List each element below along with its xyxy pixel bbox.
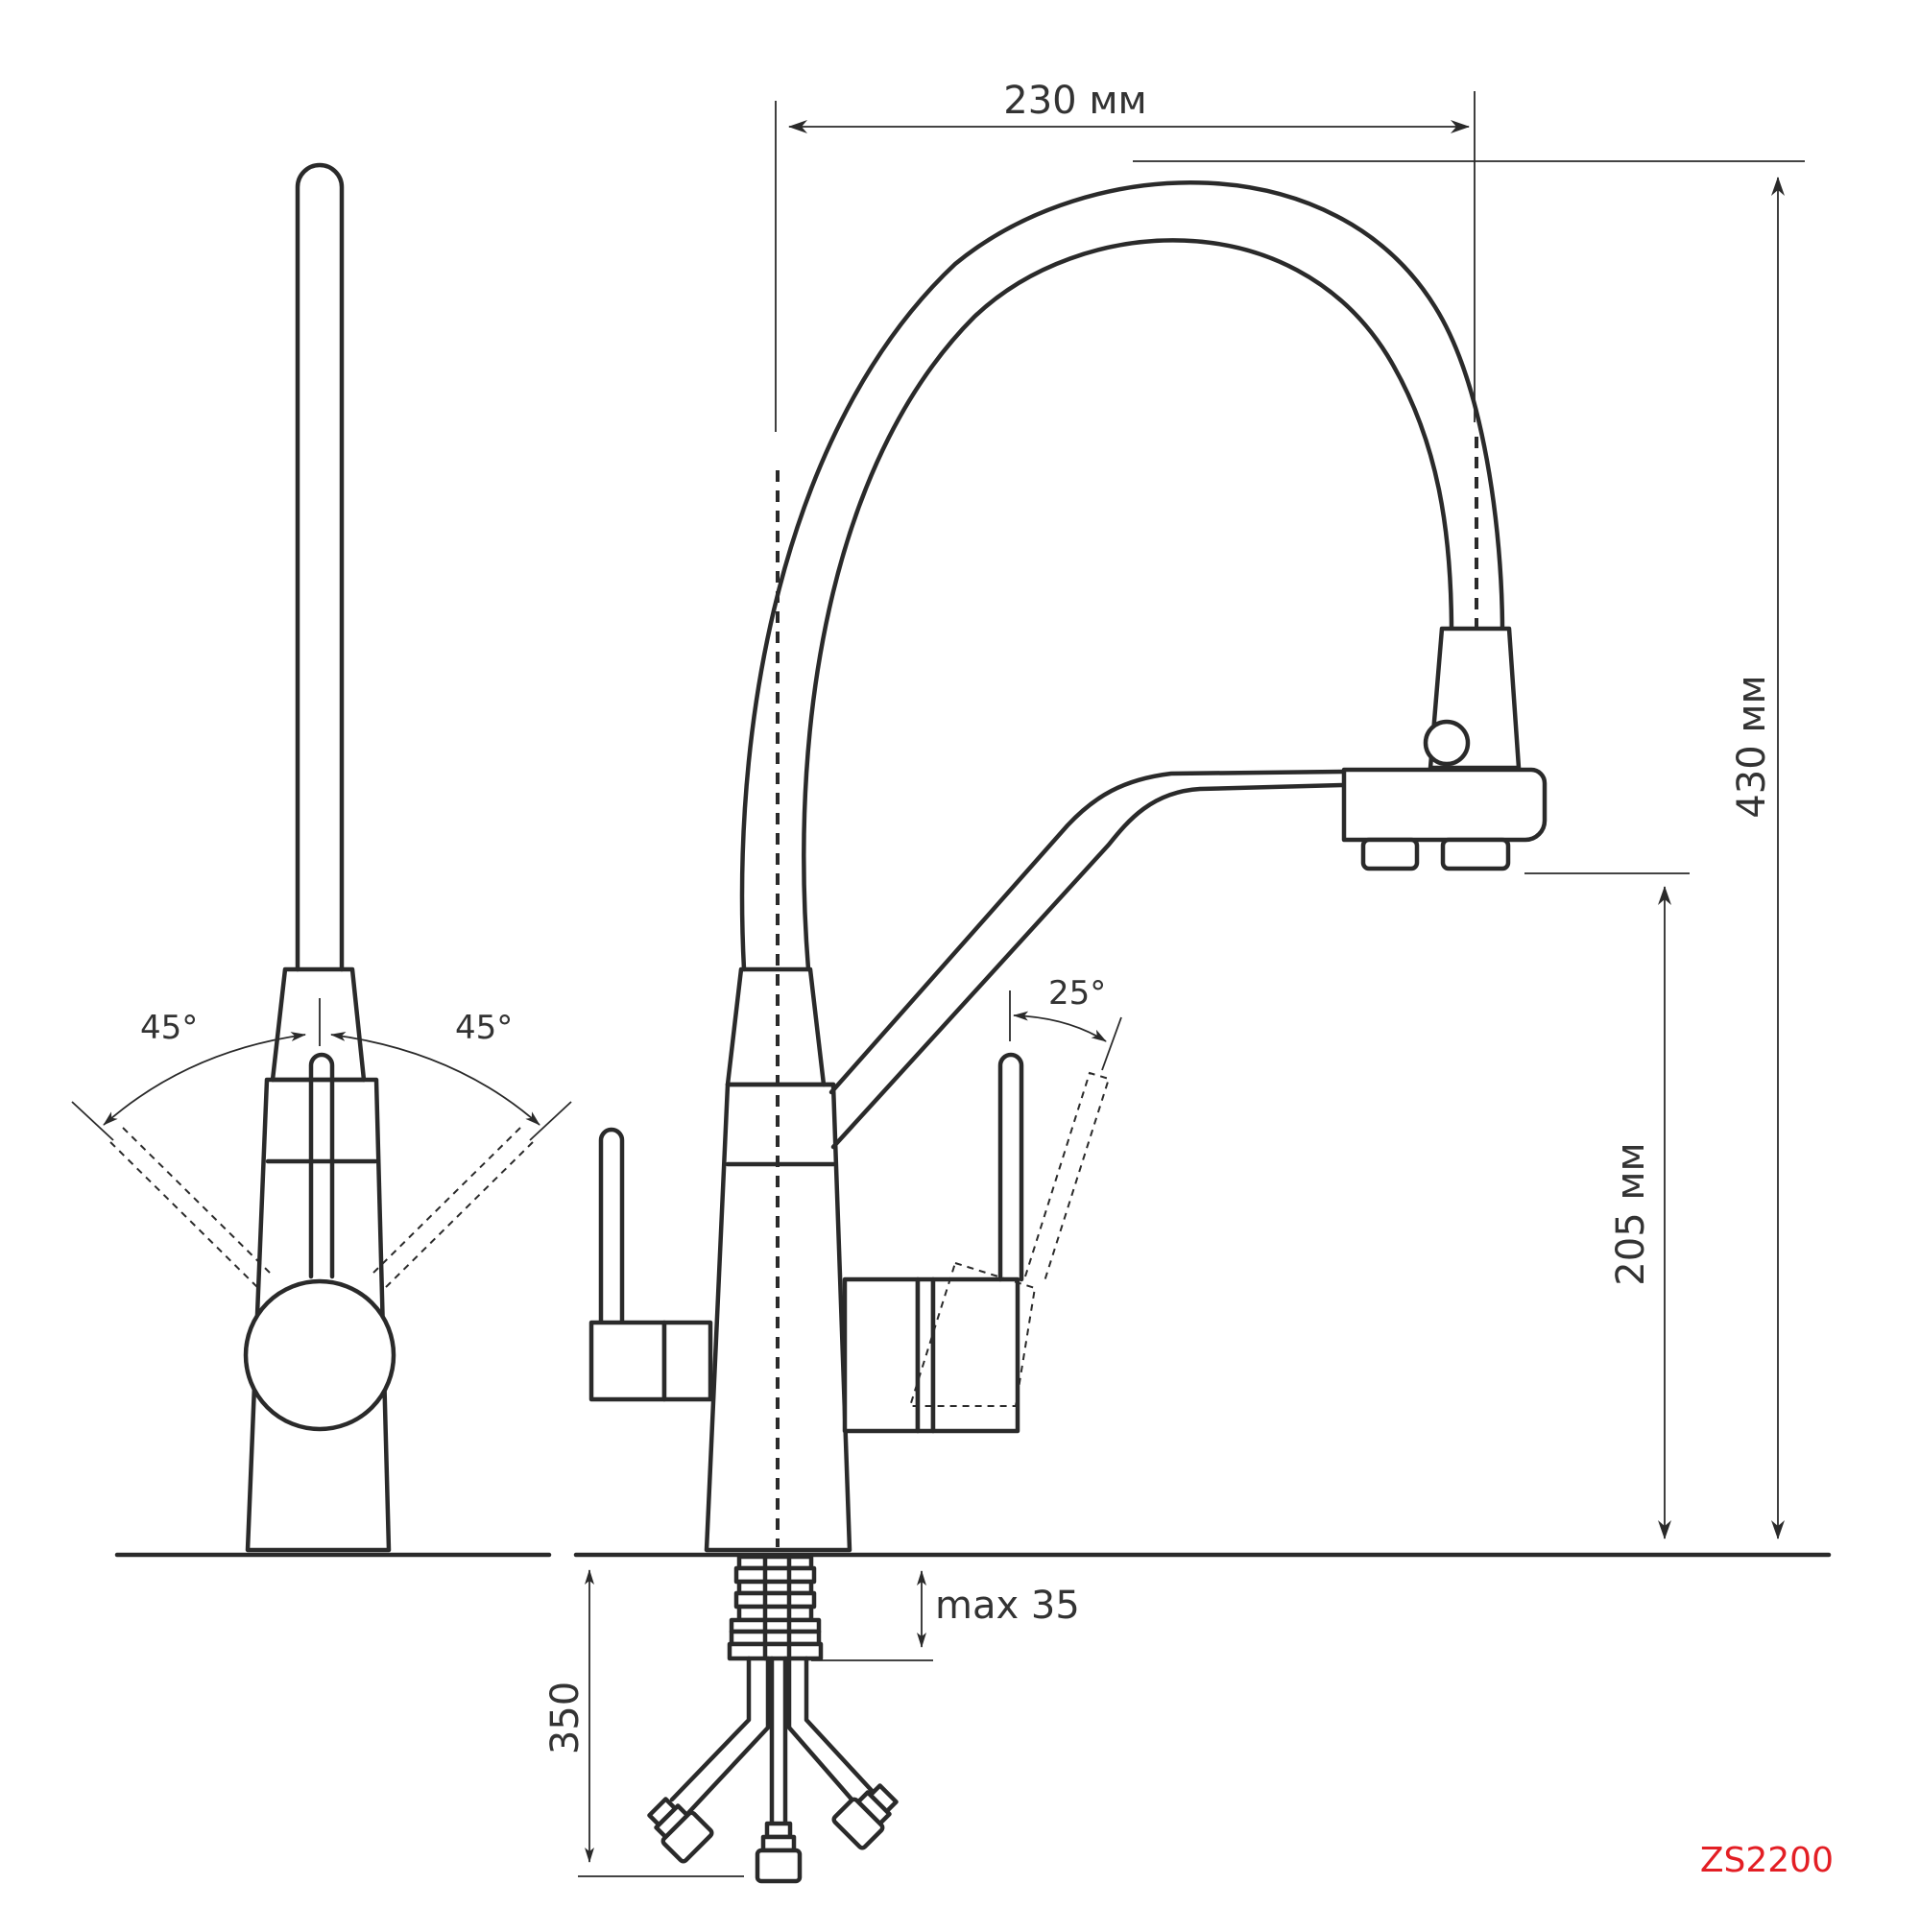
angle-label-left: 45°	[140, 1009, 198, 1047]
side-neck	[270, 966, 367, 1083]
hose-right	[804, 1656, 878, 1798]
hose-fitting-center	[755, 1821, 803, 1884]
arm-end-housing	[1341, 767, 1548, 843]
right-handle-connector	[842, 1276, 921, 1434]
left-lever	[598, 1127, 625, 1325]
dimension-label-spout-height: 205 мм	[1609, 1142, 1653, 1285]
hose-center	[769, 1656, 788, 1826]
dimension-mount-max: max 35	[811, 1570, 1080, 1661]
outlet-right	[1440, 837, 1511, 871]
hose-fitting-left	[647, 1797, 714, 1864]
left-handle-connector	[661, 1320, 713, 1402]
front-view: 25°	[573, 179, 1832, 1884]
dimension-width: 230 мм	[775, 79, 1476, 432]
right-lever	[997, 1052, 1024, 1282]
side-lever-ghost-right	[381, 1141, 534, 1292]
right-handle-ring	[915, 1276, 936, 1434]
side-spout-tube	[295, 162, 345, 972]
dimension-label-mount-max: max 35	[935, 1584, 1080, 1628]
main-neck	[725, 966, 827, 1087]
right-handle-block	[930, 1276, 1020, 1434]
flexible-spout-inner	[802, 238, 1454, 972]
spout-head-button	[1423, 719, 1471, 767]
left-handle-block	[588, 1320, 667, 1402]
side-handle-knob	[243, 1278, 396, 1432]
dimension-label-width: 230 мм	[1003, 79, 1146, 123]
angle-label-lever: 25°	[1048, 974, 1106, 1013]
angle-arc-lever	[1013, 1011, 1107, 1042]
side-lever-ghost-left	[109, 1141, 262, 1292]
angle-arc-left	[103, 1032, 306, 1126]
angle-label-right: 45°	[455, 1009, 513, 1047]
hose-left	[669, 1656, 752, 1802]
filter-water-arm	[830, 782, 1347, 1150]
dimension-label-hose-length: 350	[543, 1682, 588, 1754]
flexible-spout-outer	[739, 179, 1505, 972]
dimension-hose-length: 350	[543, 1569, 744, 1877]
angle-arc-right	[330, 1031, 540, 1126]
mounting-assembly	[727, 1554, 824, 1661]
outlet-left	[1360, 837, 1420, 871]
dimension-spout-height: 205 мм	[1524, 872, 1690, 1539]
dimension-height: 430 мм	[1133, 160, 1805, 1539]
dimension-label-height: 430 мм	[1730, 675, 1774, 818]
side-view: 45° 45°	[71, 162, 572, 1558]
side-lever	[308, 1052, 335, 1279]
model-code-label: ZS2200	[1700, 1841, 1834, 1880]
right-lever-ghost	[1024, 1071, 1111, 1285]
hose-fitting-right	[831, 1783, 899, 1850]
